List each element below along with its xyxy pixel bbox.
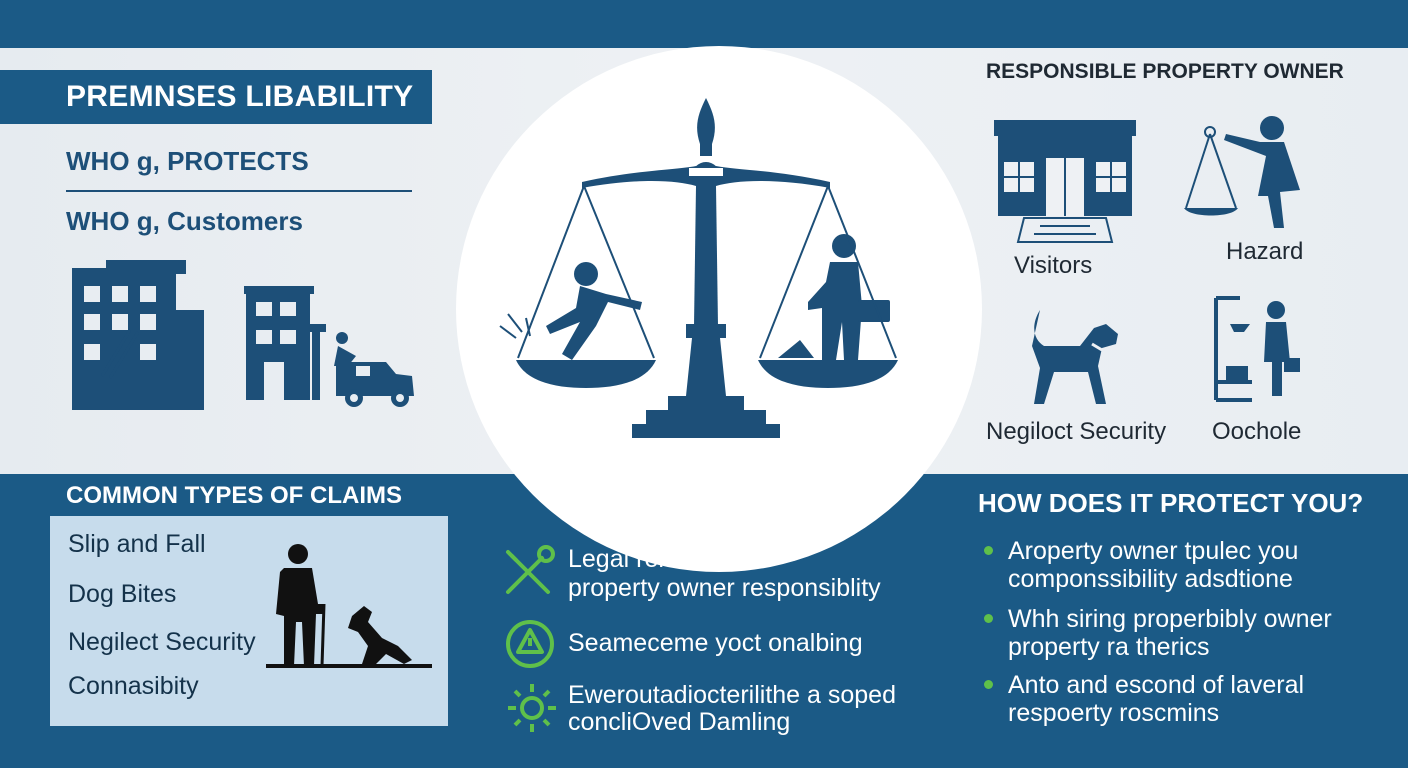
storefront-icon: [994, 120, 1136, 243]
claims-title: COMMON TYPES OF CLAIMS: [66, 482, 402, 509]
top-band: [0, 0, 1408, 48]
subtitle-customers: WHO g, Customers: [66, 206, 303, 236]
icon-label-hazard: Hazard: [1226, 238, 1304, 265]
claim-item: Slip and Fall: [68, 530, 206, 558]
page-title: PREMNSES LIBABILITY: [66, 80, 414, 113]
claims-panel: [50, 516, 448, 726]
dog-icon: [1032, 310, 1118, 404]
claim-item: Connasibity: [68, 672, 199, 700]
how-item-line: Anto and escond of laveral: [1008, 671, 1305, 699]
how-item-line: Whh siring properbibly owner: [1008, 605, 1332, 633]
divider: [66, 190, 412, 192]
bullet-icon: [984, 546, 993, 555]
middle-item-line: Legal remedes: [568, 545, 734, 573]
title-banner: [0, 70, 432, 124]
subtitle-protects: WHO g, PROTECTS: [66, 146, 309, 176]
bullet-icon: [984, 680, 993, 689]
responsible-owner-title: RESPONSIBLE PROPERTY OWNER: [986, 60, 1344, 83]
person-with-cane-and-dog-icon: [266, 544, 432, 668]
tools-icon: [506, 545, 555, 594]
middle-item-line: Seameceme yoct onalbing: [568, 629, 863, 657]
person-at-door-icon: [1214, 296, 1300, 402]
how-item-line: Aroperty owner tpulec you: [1008, 537, 1299, 565]
person-with-scale-icon: [1184, 116, 1300, 228]
how-item-line: respoerty roscmins: [1008, 699, 1220, 727]
middle-item-line: property owner responsiblity: [568, 574, 881, 602]
warning-badge-icon: [506, 620, 554, 668]
gear-arrows-icon: [508, 684, 556, 732]
how-title: HOW DOES IT PROTECT YOU?: [978, 488, 1364, 518]
center-circle: [456, 46, 982, 572]
buildings-illustration-icon: [72, 260, 414, 410]
middle-item-line: concliOved Damling: [568, 708, 791, 736]
bullet-icon: [984, 614, 993, 623]
icon-label-oochole: Oochole: [1212, 418, 1302, 445]
icon-label-neglect-security: Negiloct Security: [986, 418, 1167, 445]
middle-item-line: Eweroutadiocterilithe a soped: [568, 681, 896, 709]
how-item-line: property ra therics: [1008, 633, 1210, 661]
claim-item: Dog Bites: [68, 580, 177, 608]
scales-of-justice-icon: [499, 98, 898, 438]
icon-label-visitors: Visitors: [1014, 252, 1093, 279]
how-item-line: componssibility adsdtione: [1008, 565, 1293, 593]
claim-item: Negilect Security: [68, 628, 256, 656]
